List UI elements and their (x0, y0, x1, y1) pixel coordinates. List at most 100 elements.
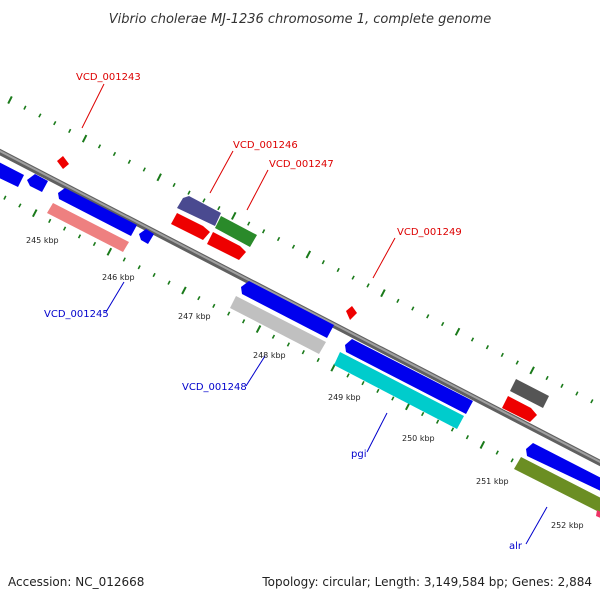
tick-mark (426, 314, 430, 319)
feature-red-small-2[interactable] (346, 306, 357, 320)
tick-mark (291, 244, 296, 249)
tick-mark (500, 352, 504, 358)
feature-vcd-001248[interactable] (230, 296, 326, 354)
forward-strand-features (57, 156, 549, 422)
tick-mark (510, 458, 514, 463)
feature-blue-long-4[interactable] (526, 443, 600, 493)
scale-label: 245 kbp (26, 236, 59, 245)
feature-red-cds-2[interactable] (207, 232, 246, 260)
feature-pink-edge[interactable] (596, 510, 600, 520)
tick-mark (366, 283, 370, 288)
label-alr[interactable]: alr (509, 541, 523, 552)
feature-vcd-001247[interactable] (215, 216, 257, 247)
scale-label: 247 kbp (178, 312, 211, 321)
feature-blue-small-2[interactable] (139, 229, 154, 244)
scale-label: 250 kbp (402, 434, 435, 443)
tick-mark (435, 419, 440, 424)
tick-mark (156, 173, 162, 182)
tick-mark (187, 190, 191, 195)
feature-blue-long-1[interactable] (58, 188, 137, 236)
tick-mark (106, 247, 113, 256)
tick-mark (479, 440, 486, 449)
feature-pink[interactable] (47, 203, 129, 252)
feature-blue-small-1[interactable] (27, 174, 48, 192)
genome-summary-text: Topology: circular; Length: 3,149,584 bp… (261, 575, 592, 589)
tick-mark (495, 450, 499, 455)
tick-mark (454, 327, 461, 336)
tick-mark (231, 211, 237, 220)
feature-red-small-1[interactable] (57, 156, 69, 169)
label-vcd-001249[interactable]: VCD_001249 (397, 227, 462, 238)
gene-labels: VCD_001243 VCD_001246 VCD_001247 VCD_001… (44, 72, 523, 552)
tick-mark (137, 265, 141, 270)
scale-label: 251 kbp (476, 477, 509, 486)
tick-mark (48, 218, 52, 224)
tick-mark (380, 289, 386, 298)
feature-dark-gray[interactable] (510, 379, 549, 408)
label-vcd-001246[interactable]: VCD_001246 (233, 140, 298, 151)
tick-mark (81, 134, 88, 143)
feature-red-cds-1[interactable] (171, 213, 210, 240)
feature-blue-long-2[interactable] (241, 281, 334, 338)
tick-mark (529, 366, 535, 375)
tick-mark (316, 357, 320, 363)
tick-mark (23, 105, 27, 110)
feature-pgi[interactable] (334, 352, 464, 429)
tick-mark (227, 311, 231, 316)
tick-mark (152, 272, 156, 278)
tick-mark (3, 195, 7, 200)
tick-mark (217, 206, 221, 211)
tick-mark (305, 250, 312, 259)
tick-mark (396, 298, 400, 303)
scale-labels: 245 kbp 246 kbp 247 kbp 248 kbp 249 kbp … (26, 236, 584, 530)
tick-mark (411, 306, 415, 311)
feature-alr[interactable] (514, 457, 600, 515)
scale-label: 246 kbp (102, 273, 135, 282)
label-vcd-001247[interactable]: VCD_001247 (269, 159, 334, 170)
tick-mark (485, 345, 490, 350)
reverse-strand-features (0, 160, 600, 520)
tick-mark (7, 95, 13, 105)
tick-mark (271, 334, 276, 339)
tick-mark (361, 380, 365, 386)
tick-mark (77, 234, 82, 239)
tick-mark (53, 121, 57, 126)
tick-mark (590, 399, 594, 404)
tick-mark (97, 144, 102, 149)
tick-mark (127, 159, 132, 164)
tick-mark (241, 319, 246, 324)
tick-mark (202, 198, 206, 203)
tick-mark (575, 391, 579, 396)
scale-label: 248 kbp (253, 351, 286, 360)
tick-mark (38, 113, 42, 118)
tick-mark (255, 325, 262, 334)
tick-mark (167, 280, 171, 285)
label-vcd-001248[interactable]: VCD_001248 (182, 382, 247, 393)
tick-mark (391, 396, 395, 401)
tick-mark (68, 128, 72, 134)
feature-blue-long-3[interactable] (345, 339, 473, 414)
feature-blue-edge[interactable] (0, 160, 24, 187)
accession-text: Accession: NC_012668 (8, 575, 144, 589)
label-pgi[interactable]: pgi (351, 449, 366, 460)
tick-mark (301, 350, 305, 355)
tick-mark (142, 167, 146, 172)
feature-vcd-001246[interactable] (177, 196, 221, 226)
tick-mark (336, 267, 340, 273)
tick-mark (465, 435, 470, 440)
label-vcd-001243[interactable]: VCD_001243 (76, 72, 141, 83)
tick-mark (286, 342, 291, 347)
label-vcd-001245[interactable]: VCD_001245 (44, 309, 109, 320)
tick-mark (261, 229, 266, 234)
tick-mark (92, 241, 97, 247)
tick-mark (122, 257, 126, 262)
tick-mark (346, 373, 350, 378)
feature-red-cds-3[interactable] (502, 396, 537, 422)
tick-mark (330, 363, 336, 372)
tick-mark (470, 337, 475, 342)
tick-mark (351, 275, 355, 280)
tick-mark (32, 209, 38, 218)
tick-mark (62, 226, 67, 231)
label-leaders (81, 83, 548, 545)
